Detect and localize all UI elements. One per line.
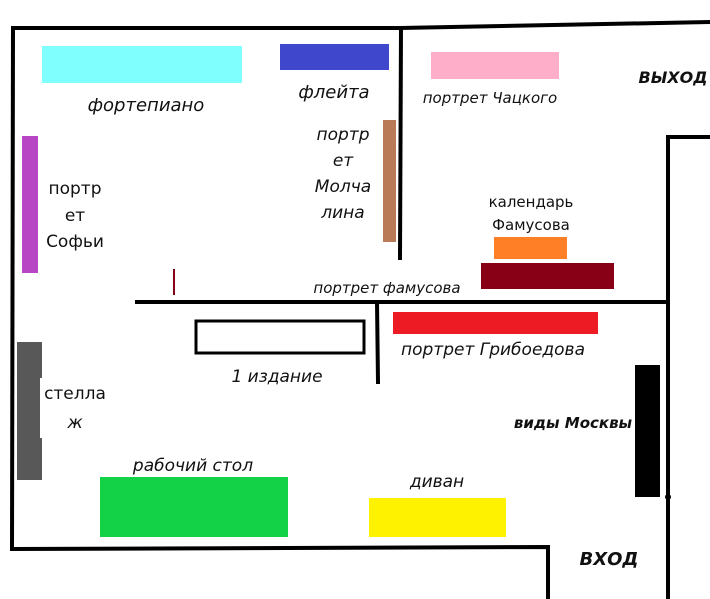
calendar-famusov-block	[494, 237, 567, 259]
fortepiano-block	[42, 46, 242, 83]
portrait-molchalin-label-4: лина	[320, 203, 364, 223]
portrait-molchalin-label-1: портр	[316, 125, 369, 145]
portrait-famusov-block	[481, 263, 614, 289]
outer-wall-left	[9, 25, 16, 552]
outer-wall-right	[666, 135, 710, 599]
portrait-molchalin-block	[383, 120, 396, 242]
portrait-chatsky-label: портрет Чацкого	[423, 89, 557, 107]
portrait-sofia-label-1: портр	[48, 179, 101, 199]
desk-label: рабочий стол	[132, 456, 253, 476]
exit-label: ВЫХОД	[639, 68, 708, 87]
views-moscow-label: виды Москвы	[514, 414, 633, 432]
walls	[9, 19, 710, 599]
wall-vertical-top	[397, 25, 404, 261]
portrait-griboedov-label: портрет Грибоедова	[401, 340, 585, 360]
flute-label: флейта	[298, 82, 369, 103]
portrait-molchalin-label-3: Молча	[315, 177, 371, 197]
shelf-label-bg	[40, 378, 112, 438]
small-marker	[173, 269, 175, 295]
calendar-famusov-label-2: Фамусова	[492, 216, 570, 234]
shelf-label-1: стелла	[44, 384, 106, 404]
shelf-block	[17, 342, 42, 480]
portrait-chatsky-block	[431, 52, 559, 79]
outer-wall	[11, 19, 710, 30]
portrait-sofia-label-3: Софьи	[46, 232, 104, 252]
sofa-block	[369, 498, 506, 537]
first-edition-label: 1 издание	[231, 367, 322, 387]
wall-vertical-bottom	[374, 299, 381, 385]
flute-block	[280, 44, 389, 70]
first-edition-block	[194, 319, 366, 355]
views-moscow-block	[635, 365, 660, 497]
entrance-label: ВХОД	[580, 549, 639, 570]
outer-wall-bottom	[9, 544, 550, 599]
shelf-label-2: ж	[66, 413, 83, 433]
portrait-griboedov-block	[393, 312, 598, 334]
sofa-label: диван	[409, 472, 464, 492]
portrait-sofia-block	[22, 136, 38, 273]
door-dot	[665, 494, 671, 500]
desk-block	[100, 477, 288, 537]
portrait-molchalin-label-2: ет	[333, 151, 354, 171]
portrait-sofia-label-2: ет	[65, 206, 85, 226]
portrait-famusov-label: портрет фамусова	[313, 279, 460, 297]
fortepiano-label: фортепиано	[88, 95, 205, 116]
calendar-famusov-label-1: календарь	[489, 193, 574, 211]
